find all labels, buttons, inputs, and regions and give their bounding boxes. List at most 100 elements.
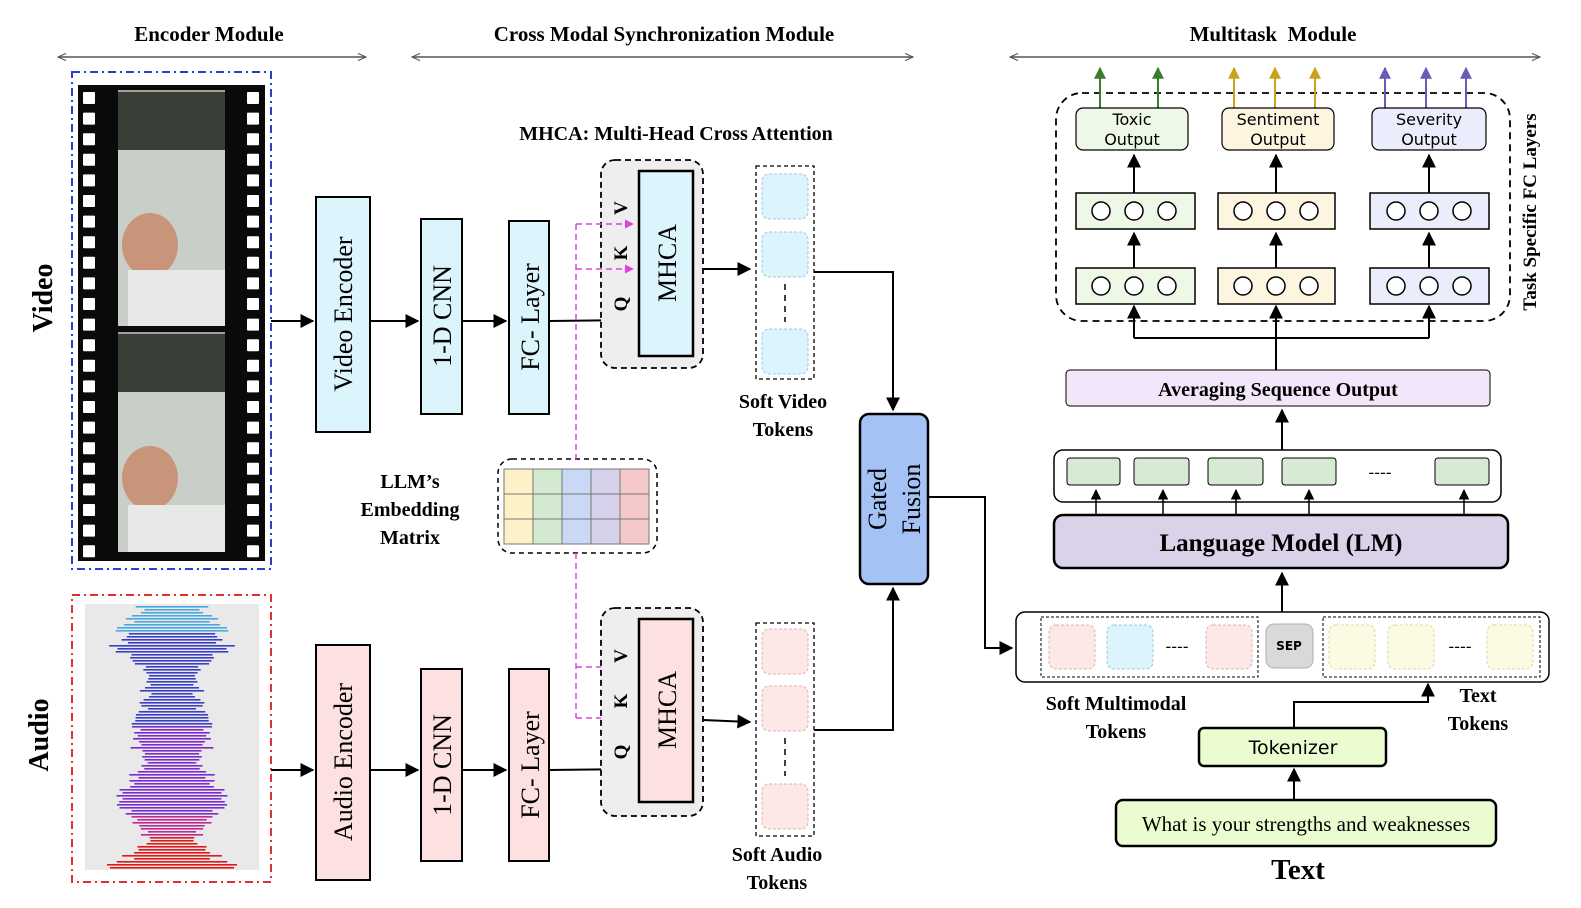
film-sprocket: [247, 154, 259, 166]
text-tokens-label-2: Tokens: [1448, 713, 1509, 735]
waveform-bar: [139, 741, 205, 743]
film-sprocket: [83, 195, 95, 207]
sentiment-output-label-2: Output: [1250, 130, 1306, 149]
soft-audio-token: [762, 686, 808, 731]
audio-cnn-label: 1-D CNN: [428, 714, 457, 816]
text-label: Text: [1271, 854, 1325, 886]
film-sprocket: [83, 504, 95, 516]
audio-q-label: Q: [611, 745, 632, 760]
film-sprocket: [83, 298, 95, 310]
audio-v-label: V: [611, 649, 632, 663]
text-token: [1487, 625, 1533, 669]
waveform-bar: [134, 852, 210, 854]
waveform-bar: [150, 840, 193, 842]
waveform-bar: [131, 747, 214, 749]
audio-mhca-label: MHCA: [653, 671, 682, 749]
waveform-bar: [110, 867, 234, 869]
waveform-bar: [137, 819, 206, 821]
encoder-module-header: Encoder Module: [134, 22, 284, 46]
neuron: [1234, 277, 1252, 295]
film-sprocket: [83, 380, 95, 392]
waveform-bar: [130, 657, 214, 659]
embedding-cell: [591, 519, 620, 544]
video-q-label: Q: [611, 297, 632, 312]
video-encoder-label: Video Encoder: [329, 236, 358, 391]
video-k-label: K: [611, 245, 632, 260]
waveform-bar: [132, 816, 213, 818]
sep-label: SEP: [1276, 639, 1302, 653]
film-sprocket: [83, 277, 95, 289]
waveform-bar: [129, 780, 214, 782]
waveform-bar: [147, 681, 198, 683]
waveform-bar: [126, 813, 219, 815]
embedding-cell: [620, 494, 649, 519]
embedding-matrix: [504, 469, 649, 544]
waveform-bar: [132, 822, 211, 824]
gated-fusion-label-2: Fusion: [897, 464, 926, 535]
film-sprocket: [247, 216, 259, 228]
waveform-bar: [145, 609, 200, 611]
waveform-bar: [124, 624, 220, 626]
embedding-cell: [562, 494, 591, 519]
cross-modal-header: Cross Modal Synchronization Module: [494, 22, 835, 46]
waveform-bar: [143, 750, 202, 752]
waveform-bar: [128, 642, 216, 644]
waveform-bar: [136, 717, 209, 719]
waveform-bar: [123, 798, 222, 800]
film-sprocket: [247, 236, 259, 248]
embedding-cell: [620, 519, 649, 544]
text-token-ellipsis: ----: [1448, 637, 1471, 656]
neuron: [1092, 202, 1110, 220]
film-sprocket: [247, 401, 259, 413]
neuron: [1453, 202, 1471, 220]
soft-video-tokens-label-1: Soft Video: [739, 391, 827, 413]
film-sprocket: [83, 339, 95, 351]
neuron: [1387, 202, 1405, 220]
soft-audio-token: [762, 629, 808, 674]
embedding-cell: [620, 469, 649, 494]
arrow-atokens-to-fusion: [814, 588, 893, 730]
waveform-bar: [122, 639, 223, 641]
waveform-bar: [142, 744, 203, 746]
embedding-cell: [533, 469, 562, 494]
multimodal-ellipsis: ----: [1165, 637, 1188, 656]
audio-k-label: K: [611, 693, 632, 708]
film-sprocket: [83, 525, 95, 537]
neuron: [1300, 277, 1318, 295]
video-fc-label: FC- Layer: [516, 263, 545, 371]
waveform-bar: [134, 732, 209, 734]
video-mhca-label: MHCA: [653, 224, 682, 302]
film-sprocket: [247, 339, 259, 351]
waveform-bar: [138, 846, 207, 848]
waveform-bar: [133, 738, 211, 740]
lm-output-token: [1282, 458, 1336, 485]
film-sprocket: [83, 319, 95, 331]
film-sprocket: [83, 360, 95, 372]
waveform-bar: [132, 615, 212, 617]
neuron: [1453, 277, 1471, 295]
waveform-bar: [126, 618, 218, 620]
lm-output-ellipsis: ----: [1368, 463, 1391, 482]
waveform-bar: [139, 711, 205, 713]
severity-output-label-2: Output: [1401, 130, 1457, 149]
video-cnn-label: 1-D CNN: [428, 265, 457, 367]
neuron: [1300, 202, 1318, 220]
waveform-bar: [116, 651, 229, 653]
waveform-bar: [151, 693, 192, 695]
mhca-title: MHCA: Multi-Head Cross Attention: [519, 123, 833, 145]
embedding-cell: [533, 519, 562, 544]
embedding-label-3: Matrix: [380, 527, 440, 549]
waveform-bar: [138, 771, 206, 773]
film-sprocket: [247, 360, 259, 372]
film-sprocket: [83, 463, 95, 475]
embedding-cell: [504, 494, 533, 519]
waveform-bar: [139, 777, 206, 779]
waveform-bar: [117, 648, 226, 650]
film-sprocket: [247, 92, 259, 104]
waveform-bar: [141, 612, 203, 614]
neuron: [1234, 202, 1252, 220]
waveform-bar: [117, 804, 227, 806]
waveform-bar: [140, 702, 205, 704]
task-fc-layers: [1076, 155, 1489, 304]
waveform-bar: [145, 753, 199, 755]
